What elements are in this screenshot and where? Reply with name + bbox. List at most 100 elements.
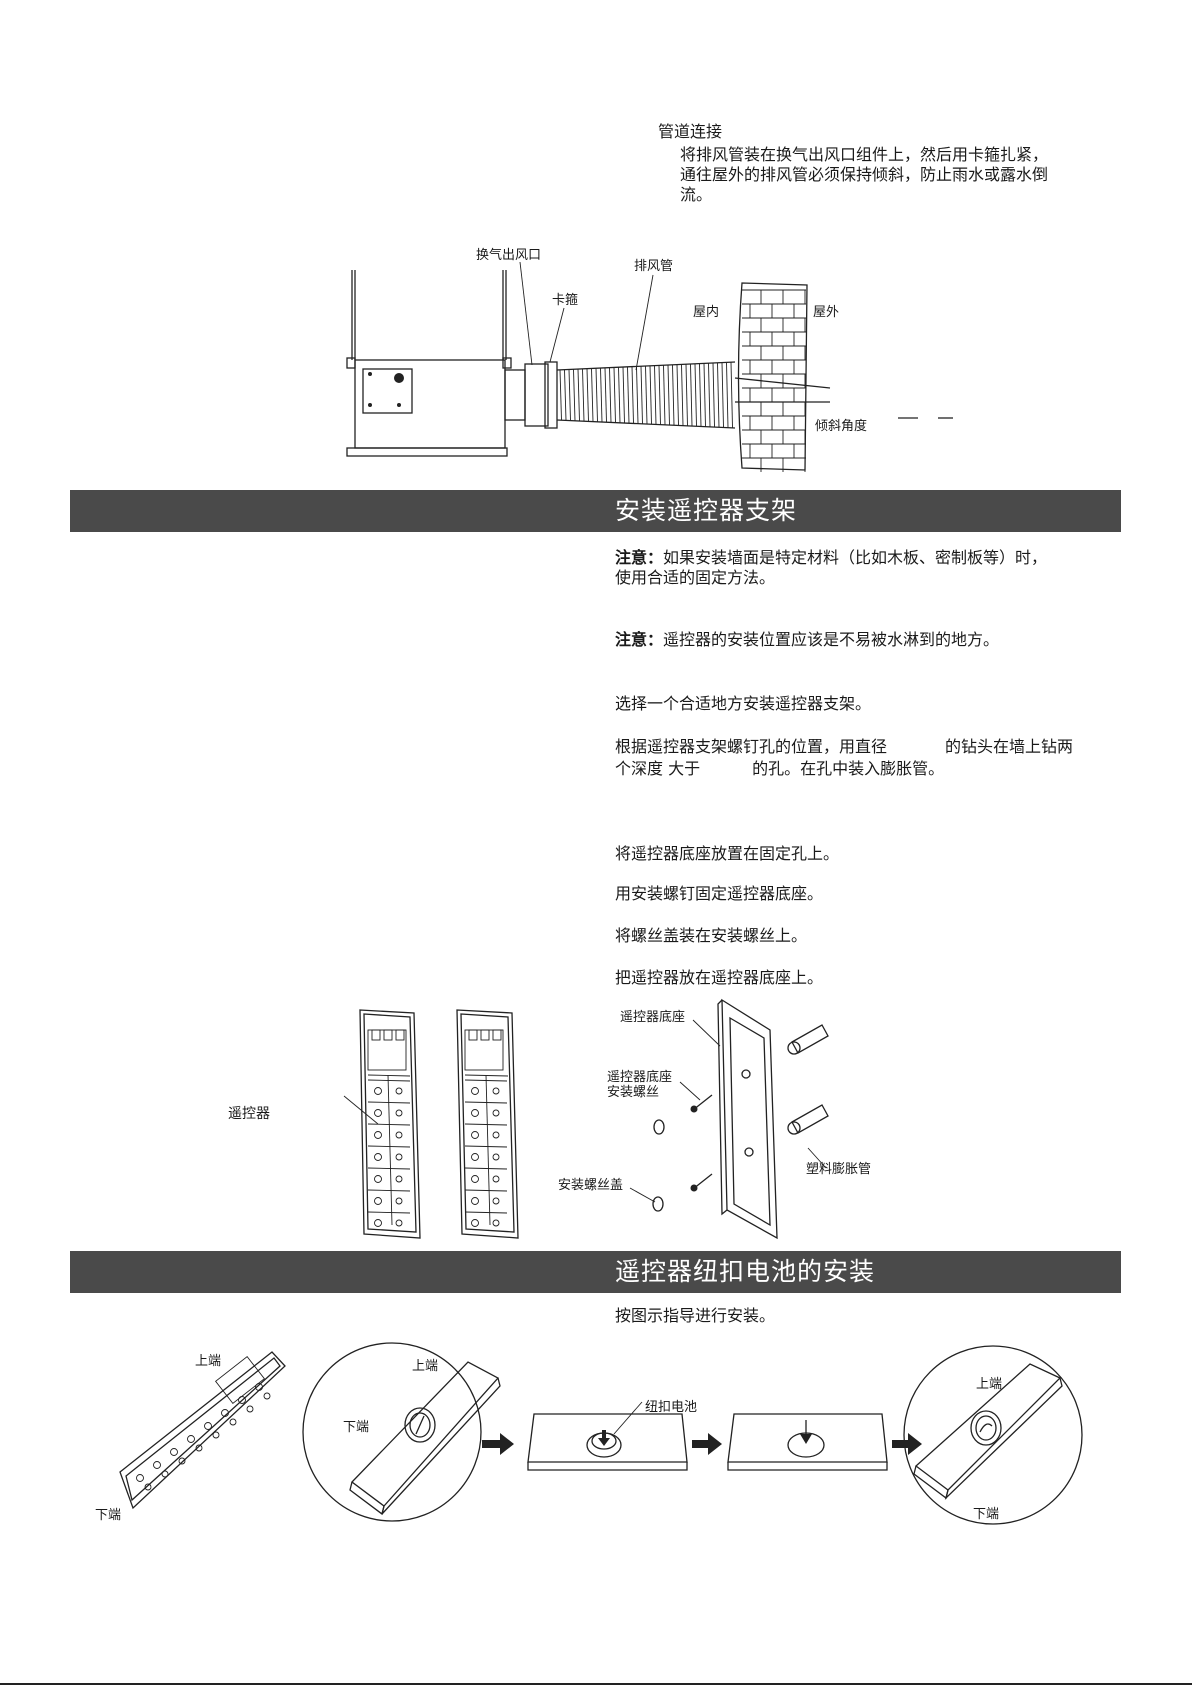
duct-body-line-1: 将排风管装在换气出风口组件上，然后用卡箍扎紧，: [680, 145, 1049, 164]
tilted-remote-key: [178, 1457, 186, 1465]
step-2-d: 的孔。在孔中装入膨胀管。: [752, 759, 945, 778]
step-2-a: 根据遥控器支架螺钉孔的位置，用直径: [615, 737, 888, 756]
tilted-remote-key: [246, 1405, 254, 1413]
label-remote: 遥控器: [228, 1106, 270, 1122]
label-top-2: 上端: [412, 1359, 439, 1374]
pipe-rib: [559, 369, 562, 421]
label-outlet: 换气出风口: [476, 248, 542, 263]
remote-back: [456, 1009, 519, 1239]
remote-leader: [343, 1095, 379, 1125]
arrow-3: [892, 1433, 922, 1455]
tilted-remote-key: [212, 1431, 220, 1439]
remote-key-glyph: [492, 1219, 500, 1227]
remote-battery-inserted: [727, 1413, 888, 1471]
pipe-rib: [708, 363, 711, 427]
label-bottom-1: 下端: [95, 1508, 122, 1523]
remote-key-row: [367, 1079, 411, 1082]
tilted-remote-key: [136, 1474, 144, 1482]
remote-display-digit: [468, 1029, 478, 1041]
pipe-rib: [672, 364, 675, 426]
remote-key-glyph: [374, 1153, 382, 1161]
pipe-rib: [595, 368, 598, 422]
flex-pipe: [556, 361, 736, 429]
remote-key-glyph: [374, 1087, 382, 1095]
tilted-remote-key: [238, 1396, 246, 1404]
pipe-rib: [609, 367, 612, 423]
screw-cap-1: [653, 1119, 665, 1135]
pipe-rib: [627, 366, 630, 424]
battery-leader: [613, 1401, 643, 1435]
label-tilt: 倾斜角度: [815, 419, 868, 434]
remote-back-view-3: [913, 1363, 1063, 1501]
remote-display-digit: [371, 1029, 381, 1041]
tilted-remote-key: [144, 1483, 152, 1491]
outlet-collar: [524, 363, 549, 427]
outlet-leader: [519, 261, 533, 366]
tilted-remote: [119, 1351, 286, 1510]
label-cap: 安装螺丝盖: [558, 1178, 624, 1193]
battery-instruction: 按图示指导进行安装。: [615, 1306, 776, 1325]
remote-key-row: [367, 1145, 411, 1148]
mounting-screw-2: [690, 1173, 713, 1192]
step-3: 将遥控器底座放置在固定孔上。: [615, 844, 840, 863]
label-top-3: 上端: [976, 1377, 1003, 1392]
pipe-rib: [690, 363, 693, 427]
pipe-rib: [658, 365, 661, 425]
screw-cap-2: [652, 1196, 664, 1212]
pipe-rib: [600, 368, 603, 422]
remote-key-glyph: [374, 1197, 382, 1205]
clamp-leader: [549, 307, 565, 363]
remote-key-row: [464, 1167, 508, 1170]
label-pipe: 排风管: [634, 259, 674, 274]
note-2: 注意：遥控器的安装位置应该是不易被水淋到的地方。: [615, 629, 999, 650]
fan-box-base: [346, 447, 508, 457]
remote-key-row: [464, 1211, 508, 1214]
note-1-label: 注意：: [615, 548, 664, 567]
pipe-rib: [618, 367, 621, 423]
label-clamp: 卡箍: [552, 293, 579, 308]
remote-front: [359, 1009, 421, 1239]
pipe-rib: [613, 367, 616, 423]
step-6: 把遥控器放在遥控器底座上。: [615, 968, 824, 987]
remote-base-plate: [717, 998, 778, 1240]
pipe-rib: [636, 366, 639, 424]
fan-box-panel: [362, 368, 413, 414]
pipe-rib: [676, 364, 679, 426]
mounting-screw-1: [690, 1094, 713, 1113]
remote-key-glyph: [374, 1131, 382, 1139]
remote-key-glyph: [471, 1131, 479, 1139]
cap-leader: [629, 1187, 656, 1203]
label-base: 遥控器底座: [620, 1010, 686, 1025]
label-anchor: 塑料膨胀管: [806, 1162, 872, 1177]
step-2-line-1: 根据遥控器支架螺钉孔的位置，用直径的钻头在墙上钻两: [615, 736, 1073, 757]
label-screw-line-1: 遥控器底座: [607, 1070, 673, 1085]
pipe-rib: [694, 363, 697, 427]
section-title-battery: 遥控器纽扣电池的安装: [615, 1257, 876, 1286]
pipe-rib: [604, 367, 607, 423]
remote-key-row: [367, 1189, 411, 1192]
label-screw-line-2: 安装螺丝: [607, 1085, 660, 1100]
remote-key-glyph: [395, 1087, 403, 1095]
duct-diagram: [346, 261, 953, 472]
base-leader: [692, 1019, 721, 1047]
section-band-battery: 遥控器纽扣电池的安装: [70, 1251, 1121, 1293]
pipe-rib: [631, 366, 634, 424]
note-2-label: 注意：: [615, 630, 664, 649]
remote-key-glyph: [471, 1087, 479, 1095]
tilted-remote-key: [195, 1444, 203, 1452]
remote-display-digit: [480, 1029, 490, 1041]
pipe-rib: [654, 365, 657, 425]
pipe-rib: [667, 364, 670, 426]
step-1: 选择一个合适地方安装遥控器支架。: [615, 694, 872, 713]
pipe-rib: [591, 368, 594, 422]
remote-key-row: [367, 1167, 411, 1170]
remote-key-glyph: [395, 1109, 403, 1117]
pipe-rib: [649, 365, 652, 425]
duct-body-line-2: 通往屋外的排风管必须保持倾斜，防止雨水或露水倒: [680, 165, 1049, 184]
detail-circle-1: [302, 1342, 482, 1522]
pipe-rib: [712, 362, 715, 428]
tilted-remote-key: [229, 1418, 237, 1426]
tilted-remote-key: [153, 1461, 161, 1469]
remote-key-glyph: [492, 1197, 500, 1205]
